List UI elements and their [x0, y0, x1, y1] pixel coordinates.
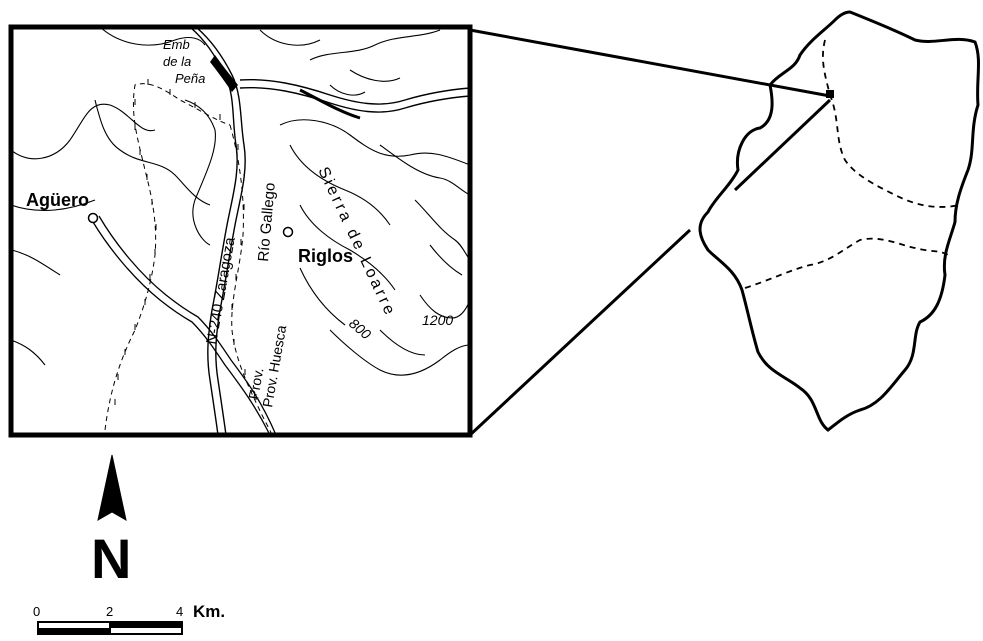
- reservoir-label-1: Emb: [163, 37, 190, 52]
- road-label: N-240 Zaragoza: [203, 235, 239, 345]
- river-gallego: [189, 27, 246, 435]
- contour-800-label: 800: [346, 315, 374, 342]
- north-arrow: N: [91, 454, 131, 590]
- reservoir: [210, 55, 238, 92]
- inset-map: Agüero Riglos Emb de la Peña Río Gallego…: [8, 24, 473, 438]
- aguero-label: Agüero: [26, 190, 89, 210]
- road-n240: [92, 215, 277, 435]
- contour-lines: [11, 27, 470, 376]
- reservoir-label-3: Peña: [175, 71, 205, 86]
- inset-frame: [8, 24, 473, 438]
- riglos-marker: [282, 226, 294, 238]
- riglos-label: Riglos: [298, 246, 353, 266]
- range-label: Sierra de Loarre: [314, 165, 399, 320]
- scale-tick-0: 0: [33, 604, 40, 619]
- scale-unit: Km.: [193, 602, 225, 621]
- scale-tick-2: 2: [106, 604, 113, 619]
- province-boundary-ticks: [114, 79, 257, 405]
- river-label: Río Gallego: [255, 182, 279, 262]
- boundary-label-2: Prov. Huesca: [259, 324, 289, 409]
- scale-bar: 0 2 4 Km.: [33, 602, 225, 635]
- scale-tick-4: 4: [176, 604, 183, 619]
- region-outline: [698, 10, 980, 432]
- reservoir-label-2: de la: [163, 54, 191, 69]
- contour-1200-label: 1200: [422, 312, 453, 328]
- inset-location-marker: [826, 90, 834, 98]
- tributary-east: [239, 78, 470, 120]
- aguero-marker: [87, 212, 99, 224]
- north-letter: N: [91, 527, 131, 590]
- boundary-label-1: Prov.: [245, 367, 266, 401]
- connector-lines: [468, 28, 832, 437]
